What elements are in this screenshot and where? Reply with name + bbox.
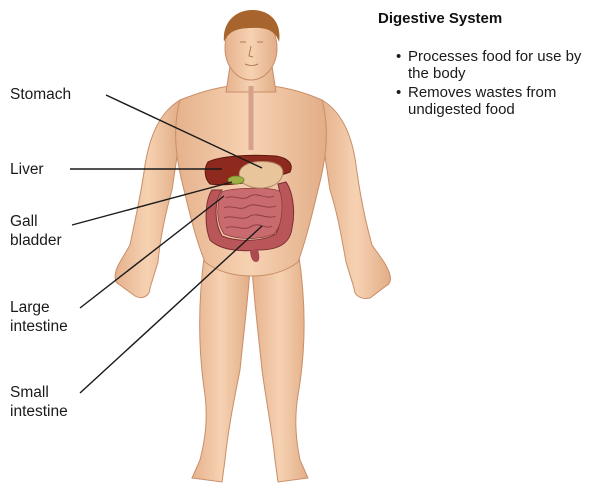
panel-bullet-list: • Processes food for use by the body • Rem… <box>394 48 599 120</box>
label-liver: Liver <box>10 160 44 179</box>
stomach <box>239 162 283 189</box>
right-leg <box>252 250 308 482</box>
label-small-intestine: Small intestine <box>10 383 68 421</box>
panel-bullet-item: • Removes wastes from undigested food <box>394 84 599 118</box>
left-leg <box>192 250 250 482</box>
label-stomach: Stomach <box>10 85 71 104</box>
panel-title: Digestive System <box>378 10 502 27</box>
bullet-icon: • <box>396 48 401 65</box>
panel-bullet-text: Processes food for use by the body <box>408 48 581 82</box>
panel-bullet-item: • Processes food for use by the body <box>394 48 599 82</box>
digestive-organs <box>205 155 293 262</box>
label-gall-bladder: Gall bladder <box>10 212 62 250</box>
panel-bullet-text: Removes wastes from undigested food <box>408 84 556 118</box>
label-large-intestine: Large intestine <box>10 298 68 336</box>
right-arm <box>322 100 390 299</box>
bullet-icon: • <box>396 84 401 101</box>
